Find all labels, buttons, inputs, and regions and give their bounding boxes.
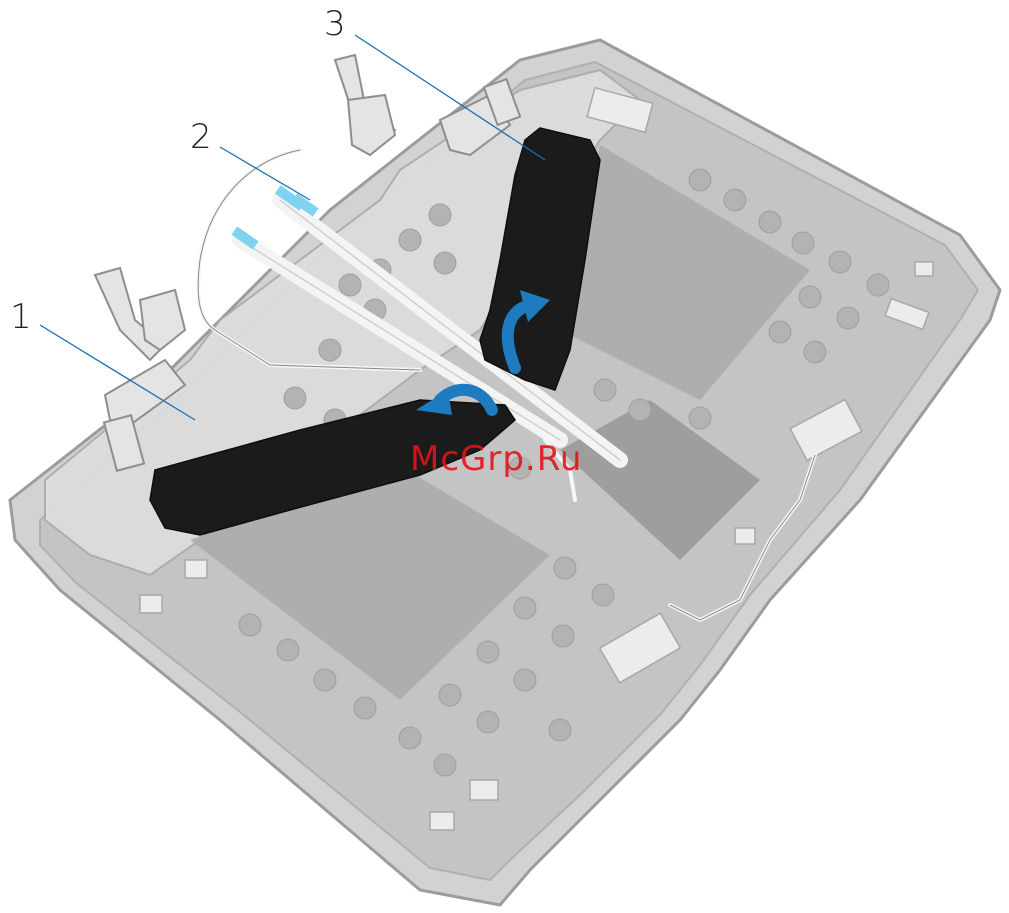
callout-number-1: 1 <box>10 297 32 337</box>
callout-line-2 <box>220 147 310 200</box>
callout-number-2: 2 <box>190 117 212 157</box>
callout-number-3: 3 <box>324 4 346 44</box>
watermark-text: McGrp.Ru <box>410 439 582 479</box>
